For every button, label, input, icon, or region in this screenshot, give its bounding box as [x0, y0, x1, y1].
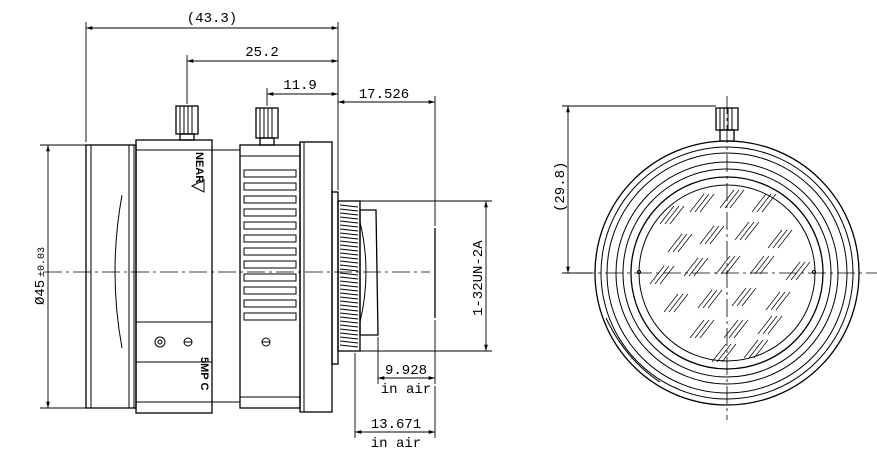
rear-barrel	[299, 141, 339, 413]
focus-barrel: NEAR 5MP C	[135, 139, 240, 414]
grip-ribs	[243, 169, 297, 321]
dimension-lines: (43.3) 25.2 11.9 17.526 Ø45 ±0.03	[33, 11, 492, 452]
glass-reflection-hatch	[649, 189, 811, 363]
focus-lock-knob	[175, 105, 199, 141]
front-hood	[85, 144, 137, 409]
dim-diameter-tolerance: ±0.03	[37, 247, 48, 277]
dim-diameter: Ø45	[33, 280, 49, 305]
dim-back-focal-1: 9.928	[385, 363, 427, 379]
rear-element	[359, 209, 436, 336]
front-view: (29.8)	[553, 96, 877, 420]
side-view: NEAR 5MP C	[33, 11, 492, 452]
iris-ring	[239, 144, 301, 409]
focus-direction-label: NEAR	[193, 152, 205, 183]
dim-mount-thread: 1-32UN-2A	[471, 240, 487, 316]
direction-arrow-icon	[190, 179, 205, 193]
screw-plate	[135, 321, 213, 363]
dim-back-focal-1-note: in air	[381, 382, 431, 398]
set-screw	[154, 336, 166, 348]
resolution-mount-label: 5MP C	[198, 357, 210, 390]
dim-flange-back: 17.526	[359, 87, 409, 103]
dim-back-focal-2: 13.671	[371, 417, 421, 433]
c-mount-thread	[337, 200, 361, 352]
iris-lock-knob	[255, 107, 279, 146]
dim-iris-position: 11.9	[283, 78, 317, 94]
dim-back-focal-2-note: in air	[371, 436, 421, 452]
dim-front-height: (29.8)	[553, 162, 569, 212]
dim-focus-position: 25.2	[245, 45, 279, 61]
dim-overall-length: (43.3)	[187, 11, 237, 27]
